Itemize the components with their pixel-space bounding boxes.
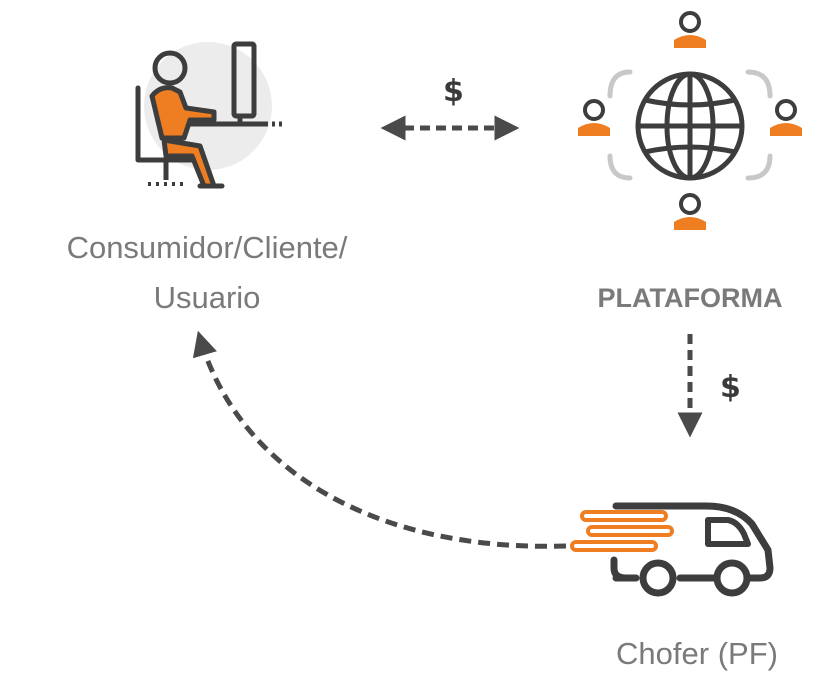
globe-network-icon: [578, 11, 802, 230]
delivery-van-icon: [570, 502, 774, 597]
user-right-icon: [770, 99, 802, 136]
platform-label: PLATAFORMA: [597, 283, 783, 313]
consumer-platform-money-label: $: [443, 74, 464, 109]
user-top-icon: [674, 11, 706, 48]
platform-driver-money-label: $: [720, 370, 741, 405]
consumer-label-line2: Usuario: [153, 280, 261, 315]
driver-label: Chofer (PF): [616, 636, 778, 671]
consumer-label-line1: Consumidor/Cliente/: [66, 230, 348, 265]
user-left-icon: [578, 99, 610, 136]
person-at-computer-icon: [135, 41, 284, 189]
user-bottom-icon: [674, 193, 706, 230]
driver-consumer-arrow: [192, 330, 567, 549]
